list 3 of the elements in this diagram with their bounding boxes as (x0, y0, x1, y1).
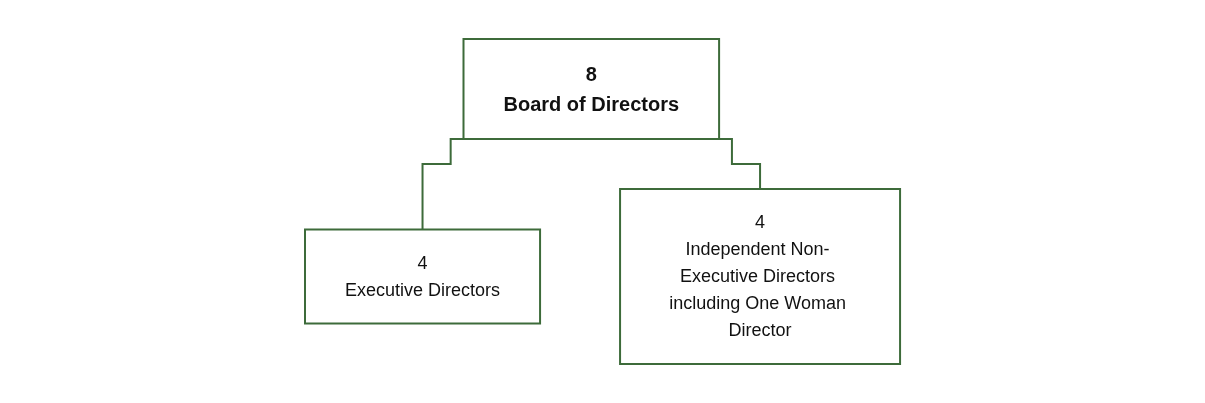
node-box: 4 Executive Directors (303, 228, 542, 325)
node-box: 8 Board of Directors (462, 38, 721, 140)
node-box: 4 Independent Non- Executive Directors including One Woman Director (619, 188, 902, 365)
